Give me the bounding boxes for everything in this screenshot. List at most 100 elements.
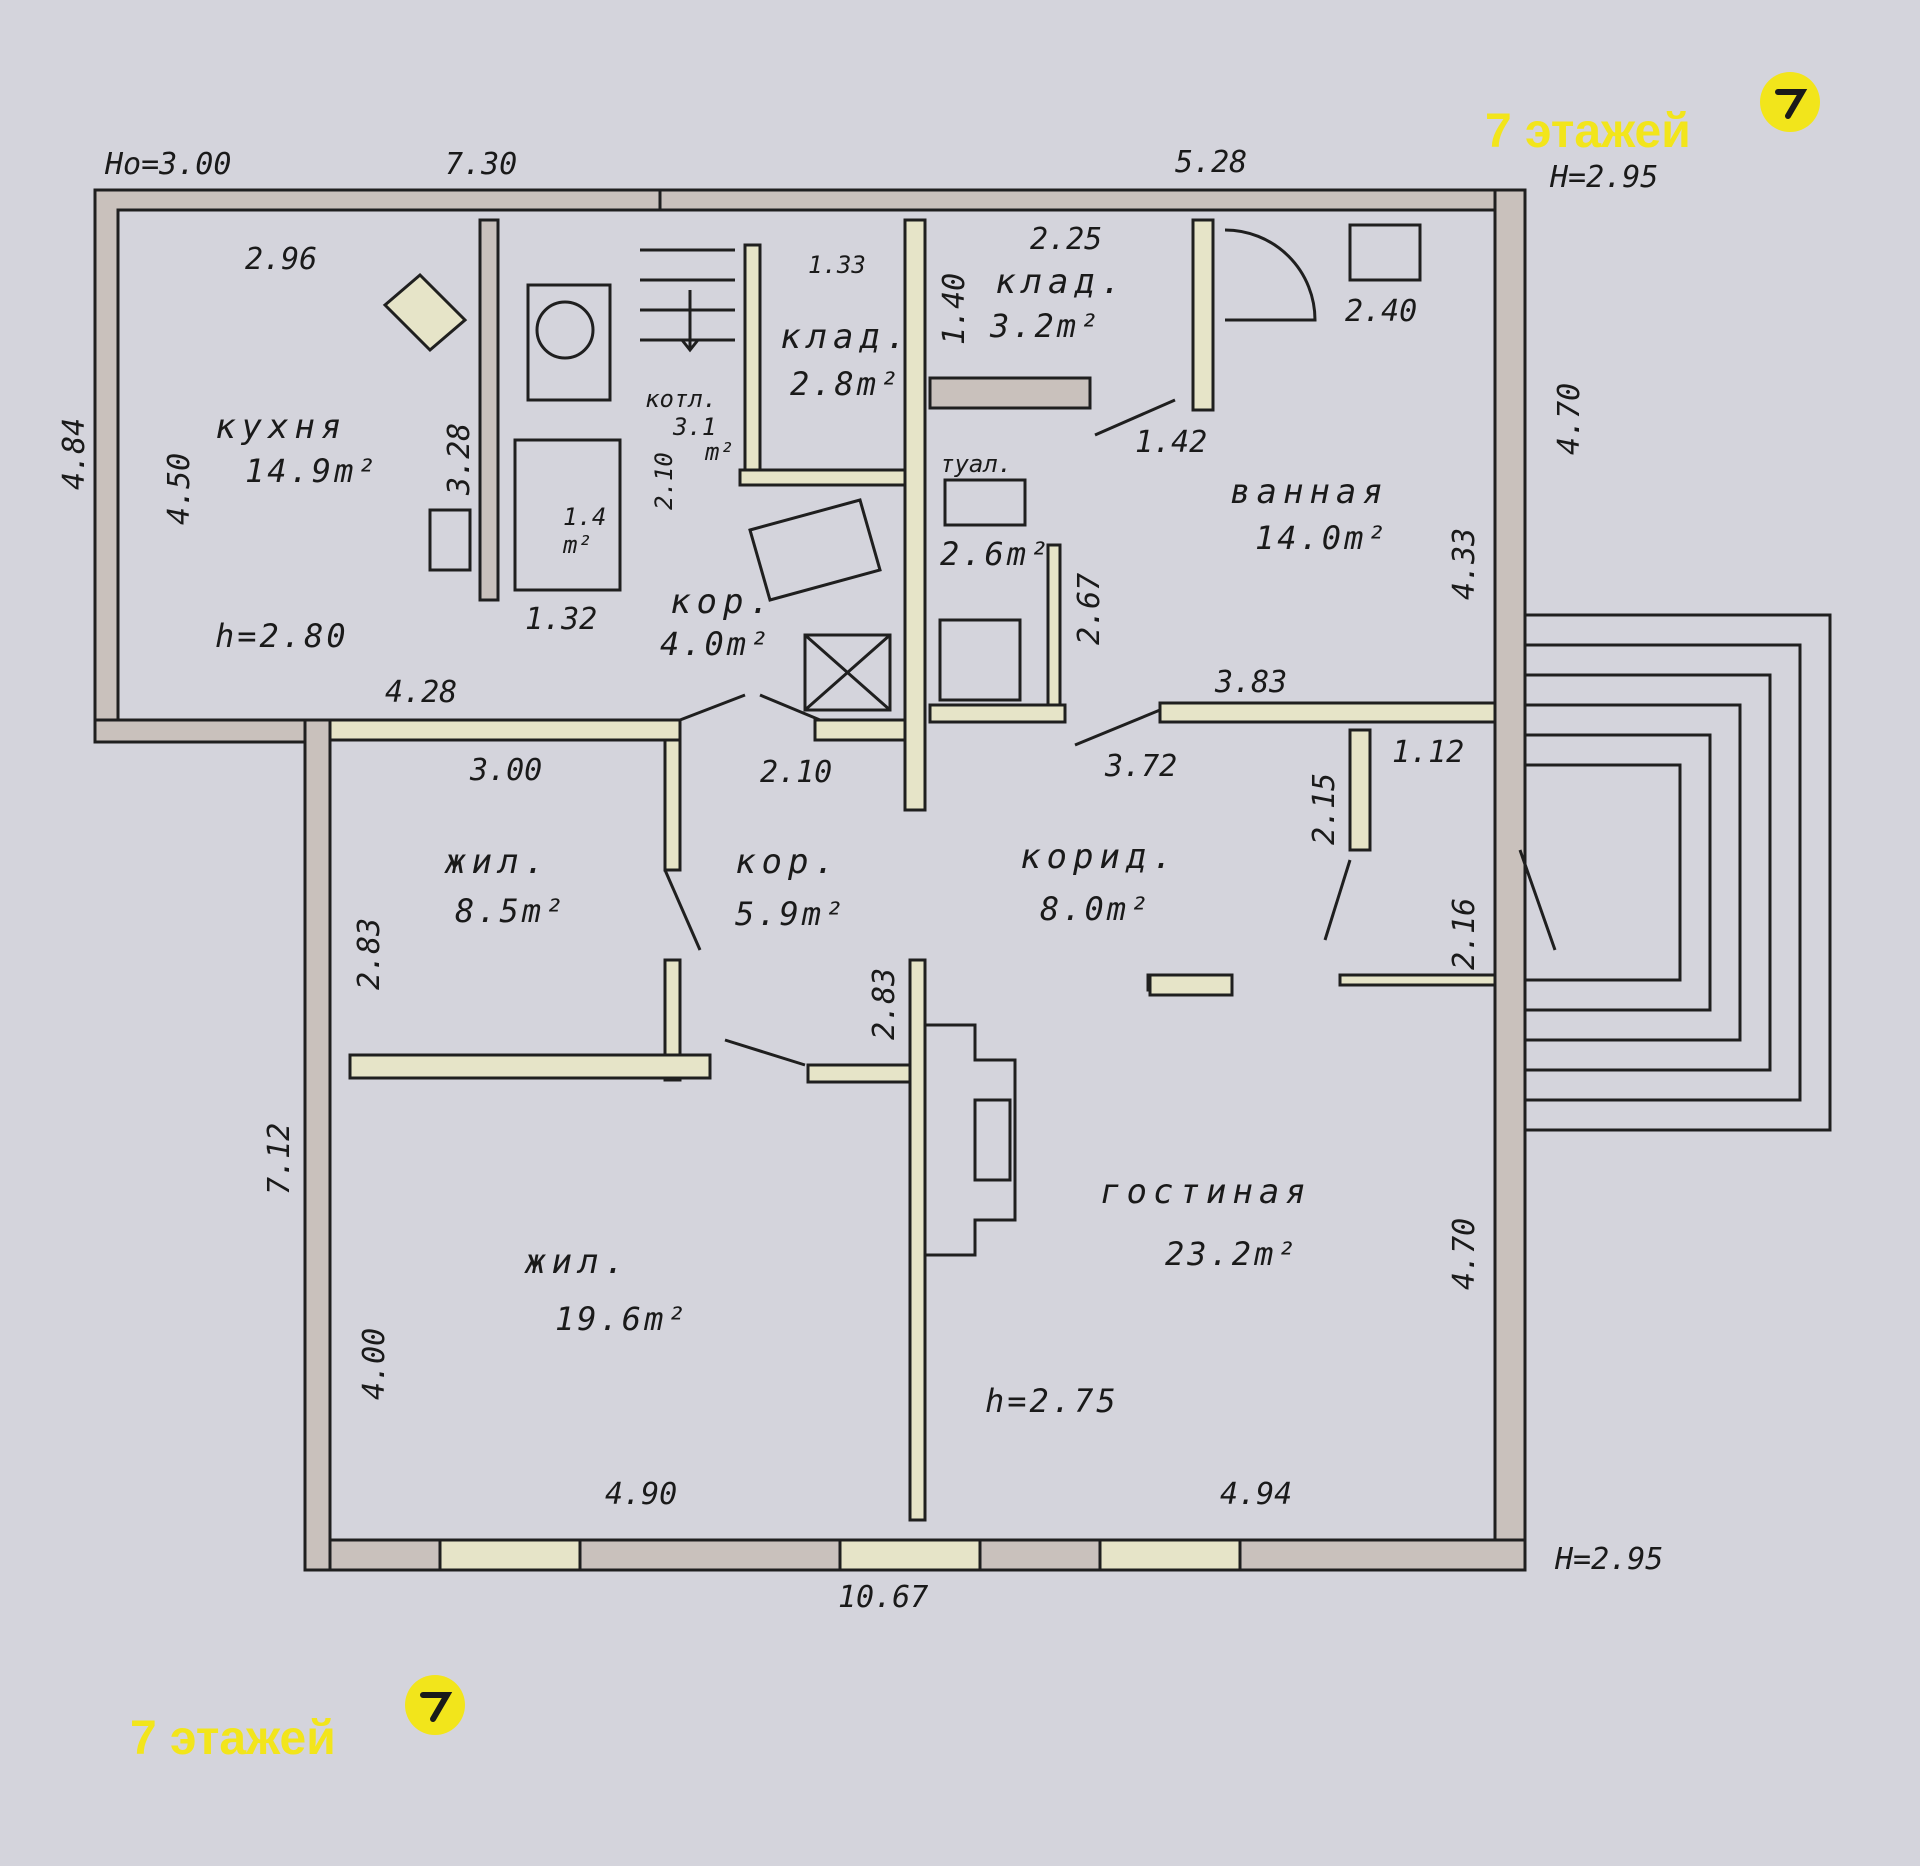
- dim-3-00: 3.00: [470, 753, 543, 788]
- dim-2-83-a: 2.83: [352, 917, 387, 990]
- dim-1-32: 1.32: [525, 602, 598, 637]
- partition-h-6: [928, 376, 1092, 410]
- partition-h-1: [328, 718, 682, 742]
- watermark-text-top: 7 этажей: [1485, 105, 1691, 158]
- kitchen-sink: [428, 508, 472, 572]
- fireplace-inner: [973, 1098, 1012, 1182]
- bath-small-area-top: 1.4: [563, 503, 607, 531]
- dim-7-12: 7.12: [262, 1122, 297, 1195]
- dim-5-28: 5.28: [1175, 145, 1248, 180]
- toilet-area: 2.6m²: [940, 535, 1052, 573]
- partition-h-4: [1158, 701, 1497, 724]
- dim-4-33: 4.33: [1447, 527, 1482, 600]
- dim-3-72: 3.72: [1105, 749, 1178, 784]
- dim-4-84: 4.84: [57, 417, 92, 490]
- dim-10-67: 10.67: [838, 1580, 929, 1615]
- dim-1-12: 1.12: [1392, 735, 1465, 770]
- boiler-area-top: 3.1: [673, 413, 717, 441]
- dim-4-28: 4.28: [385, 675, 458, 710]
- door-4: [724, 1038, 806, 1067]
- dim-2-16: 2.16: [1447, 897, 1482, 970]
- living-large-area: 19.6m²: [555, 1300, 689, 1338]
- door-3: [663, 869, 702, 951]
- height-left-label: Ho=3.00: [105, 147, 232, 182]
- height-top-right-label: H=2.95: [1550, 160, 1659, 195]
- dim-1-40: 1.40: [937, 272, 972, 345]
- stairs-lower: [748, 498, 882, 602]
- dim-4-00: 4.00: [357, 1327, 392, 1400]
- dim-2-10-a: 2.10: [650, 452, 678, 510]
- bath-small-area-bottom: m²: [563, 531, 592, 559]
- corridor2-name: кор.: [735, 842, 841, 882]
- dim-2-67: 2.67: [1072, 572, 1107, 645]
- door-5: [1074, 708, 1161, 747]
- partition-v-3: [908, 958, 927, 1522]
- partition-v-7: [1348, 728, 1372, 852]
- dim-2-83-b: 2.83: [867, 967, 902, 1040]
- bathroom-name: ванная: [1230, 472, 1389, 512]
- living-small-name: жил.: [445, 842, 551, 882]
- kitchen-area: 14.9m²: [245, 452, 379, 490]
- storage1-area: 2.8m²: [790, 365, 902, 403]
- dim-4-70-b: 4.70: [1447, 1217, 1482, 1290]
- dim-3-28: 3.28: [442, 422, 477, 495]
- dim-4-94: 4.94: [1220, 1477, 1293, 1512]
- storage2-name: клад.: [995, 262, 1128, 302]
- height-bottom-right-label: H=2.95: [1555, 1542, 1664, 1577]
- partition-v-6: [1191, 218, 1215, 412]
- top-wall: [658, 188, 1522, 212]
- shower-tray: [938, 618, 1022, 702]
- dim-2-10-b: 2.10: [760, 755, 833, 790]
- kitchen-wall-bottom: [93, 718, 332, 744]
- partition-h-5: [928, 703, 1067, 724]
- door-2: [759, 693, 821, 722]
- dim-4-90: 4.90: [605, 1477, 678, 1512]
- partition-v-8: [743, 243, 762, 472]
- fireplace: [923, 1023, 1017, 1257]
- bathtub: [513, 438, 622, 592]
- partition-h-8: [813, 718, 907, 742]
- stairs-arrow: [680, 290, 700, 353]
- left-wall: [303, 718, 332, 1572]
- partition-h-3: [806, 1063, 912, 1084]
- porch-steps: [1525, 613, 1832, 1132]
- partition-v-2: [663, 958, 682, 1082]
- dim-2-96: 2.96: [245, 242, 318, 277]
- bath-sink: [1348, 223, 1422, 282]
- boiler-name: котл.: [645, 385, 718, 413]
- kitchen-right-wall: [478, 218, 500, 602]
- dim-3-83: 3.83: [1215, 665, 1288, 700]
- seven-floors-logo-icon: [405, 1675, 465, 1735]
- bath-door-arc: [1224, 228, 1317, 322]
- partition-v-5: [1046, 543, 1062, 707]
- dim-2-25: 2.25: [1030, 222, 1103, 257]
- boiler-area-bottom: m²: [705, 438, 734, 466]
- corridor1-name: кор.: [670, 582, 776, 622]
- watermark-text-bottom: 7 этажей: [130, 1712, 336, 1765]
- living-large-name: жил.: [525, 1242, 631, 1282]
- bottom-window-3: [1098, 1538, 1242, 1572]
- partition-h-2: [348, 1053, 712, 1080]
- kitchen-name: кухня: [215, 407, 348, 447]
- dim-4-70-a: 4.70: [1552, 382, 1587, 455]
- right-wall: [1493, 188, 1527, 1562]
- storage1-name: клад.: [780, 317, 913, 357]
- dim-4-50: 4.50: [162, 452, 197, 525]
- corridor1-area: 4.0m²: [660, 625, 772, 663]
- lounge-area: 23.2m²: [1165, 1235, 1299, 1273]
- dim-1-33: 1.33: [808, 251, 866, 279]
- dim-1-42: 1.42: [1135, 425, 1208, 460]
- door-8: [1094, 398, 1176, 437]
- stove: [382, 272, 468, 353]
- bottom-window-2: [838, 1538, 982, 1572]
- door-7: [1518, 849, 1557, 951]
- corridor3-area: 8.0m²: [1040, 890, 1152, 928]
- toilet-name: туал.: [940, 450, 1013, 478]
- corridor2-area: 5.9m²: [735, 895, 847, 933]
- boiler-circle: [535, 300, 595, 360]
- center-bar: [1148, 973, 1234, 997]
- partition-v-1: [663, 738, 682, 872]
- dim-2-15: 2.15: [1307, 772, 1342, 845]
- dim-2-40: 2.40: [1345, 294, 1418, 329]
